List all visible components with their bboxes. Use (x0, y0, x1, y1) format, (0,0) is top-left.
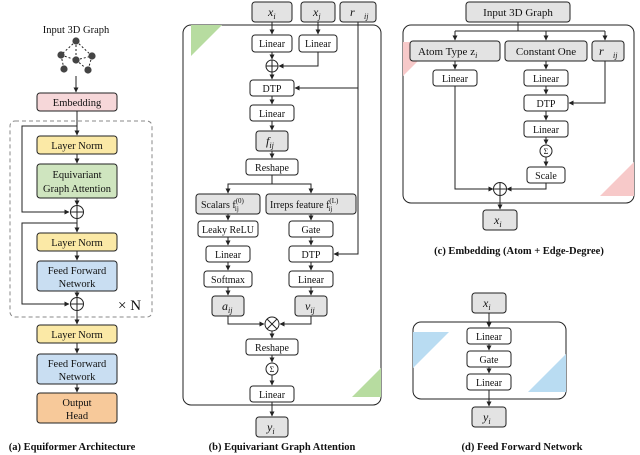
reshape-1-label: Reshape (255, 163, 289, 174)
panel-c-input-label: Input 3D Graph (483, 7, 553, 19)
panel-a-equiformer-architecture: Input 3D Graph Embedding Layer Norm Equi… (9, 25, 153, 453)
corner-decoration-green-top (191, 25, 222, 56)
input-xi-d-label: xi (482, 296, 491, 312)
output-xi-c (482, 209, 518, 231)
feed-forward-1-label-1: Feed Forward (48, 266, 107, 277)
linear-1-label: Linear (259, 39, 286, 50)
softmax-label: Softmax (211, 275, 245, 286)
linear-4-label: Linear (215, 250, 242, 261)
fij-label: fij (266, 134, 275, 150)
dtp-c-label: DTP (537, 99, 556, 110)
dtp-1-label: DTP (263, 84, 282, 95)
add-node-c (493, 182, 507, 196)
aij-label: aij (222, 299, 233, 315)
input-xi-label: xi (267, 5, 276, 21)
caption-d: (d) Feed Forward Network (461, 442, 582, 453)
graph-attention-label-1: Equivariant (53, 170, 102, 181)
linear-6-label: Linear (259, 390, 286, 401)
residual-add-1 (70, 205, 84, 219)
leaky-relu-label: Leaky ReLU (202, 225, 255, 236)
panel-b-graph-attention: xi xj r⃗ij Linear Linear DTP Linear fij … (182, 1, 382, 453)
caption-a: (a) Equiformer Architecture (9, 442, 136, 453)
caption-b: (b) Equivariant Graph Attention (209, 442, 356, 453)
scalars-label: Scalars f(0)ij (201, 197, 245, 213)
input-xj-label: xj (312, 5, 321, 21)
corner-decoration-blue-bottom (528, 354, 566, 392)
linear-d2-label: Linear (476, 378, 503, 389)
linear-3-label: Linear (259, 109, 286, 120)
graph-attention-label-2: Graph Attention (43, 184, 112, 195)
layer-norm-2-label: Layer Norm (51, 238, 103, 249)
scale-label: Scale (535, 171, 557, 182)
rij-block-c (591, 40, 625, 62)
embedding-label: Embedding (53, 98, 102, 109)
output-head-label-2: Head (66, 411, 89, 422)
input-rij-label: r⃗ij (350, 5, 369, 21)
irreps-feature-label: Irreps feature f(L)ij (270, 197, 339, 213)
caption-c: (c) Embedding (Atom + Edge-Degree) (434, 246, 604, 257)
panel-d-feed-forward: xi Linear Gate Linear yi (d) Feed Forwar… (412, 292, 583, 453)
sum-c-label: Σ (544, 147, 549, 156)
gate-b-label: Gate (302, 225, 321, 236)
output-yi-b (255, 416, 289, 438)
corner-decoration-pink-bottom (600, 162, 634, 196)
layer-norm-1-label: Layer Norm (51, 141, 103, 152)
input-graph-icon (57, 37, 96, 74)
reshape-2-label: Reshape (255, 343, 289, 354)
output-xi-c-label: xi (493, 213, 502, 229)
feed-forward-1-label-2: Network (59, 279, 96, 290)
residual-add-2 (70, 297, 84, 311)
layer-norm-3-label: Layer Norm (51, 330, 103, 341)
sum-b-label: Σ (270, 365, 275, 374)
rij-c-label: r⃗ij (599, 44, 618, 60)
output-yi-d-label: yi (482, 410, 491, 426)
constant-one-label: Constant One (516, 46, 576, 58)
corner-decoration-blue-top (413, 332, 449, 368)
multiply-node (264, 316, 280, 332)
linear-c2-label: Linear (533, 74, 560, 85)
repeated-block-frame (9, 120, 153, 318)
linear-d1-label: Linear (476, 332, 503, 343)
sum-node-b: Σ (265, 362, 279, 376)
feed-forward-2-label-1: Feed Forward (48, 359, 107, 370)
sum-node-c: Σ (539, 144, 553, 158)
linear-c3-label: Linear (533, 125, 560, 136)
output-head-block (36, 392, 118, 424)
add-node-b (265, 59, 279, 73)
output-yi-b-label: yi (266, 420, 275, 436)
output-yi-d (471, 406, 507, 428)
vij-label: vij (305, 299, 316, 315)
feed-forward-2-label-2: Network (59, 372, 96, 383)
input-3d-graph-label: Input 3D Graph (43, 25, 110, 36)
panel-c-embedding: Input 3D Graph Atom Type zi Constant One… (402, 1, 635, 257)
atom-type-label: Atom Type zi (418, 46, 477, 60)
linear-c1-label: Linear (442, 74, 469, 85)
corner-decoration-green-bottom (352, 368, 381, 397)
dtp-2-label: DTP (302, 250, 321, 261)
linear-5-label: Linear (298, 275, 325, 286)
output-head-label-1: Output (62, 398, 91, 409)
repeat-n-label: × N (118, 298, 141, 314)
linear-2-label: Linear (305, 39, 332, 50)
gate-d-label: Gate (480, 355, 499, 366)
